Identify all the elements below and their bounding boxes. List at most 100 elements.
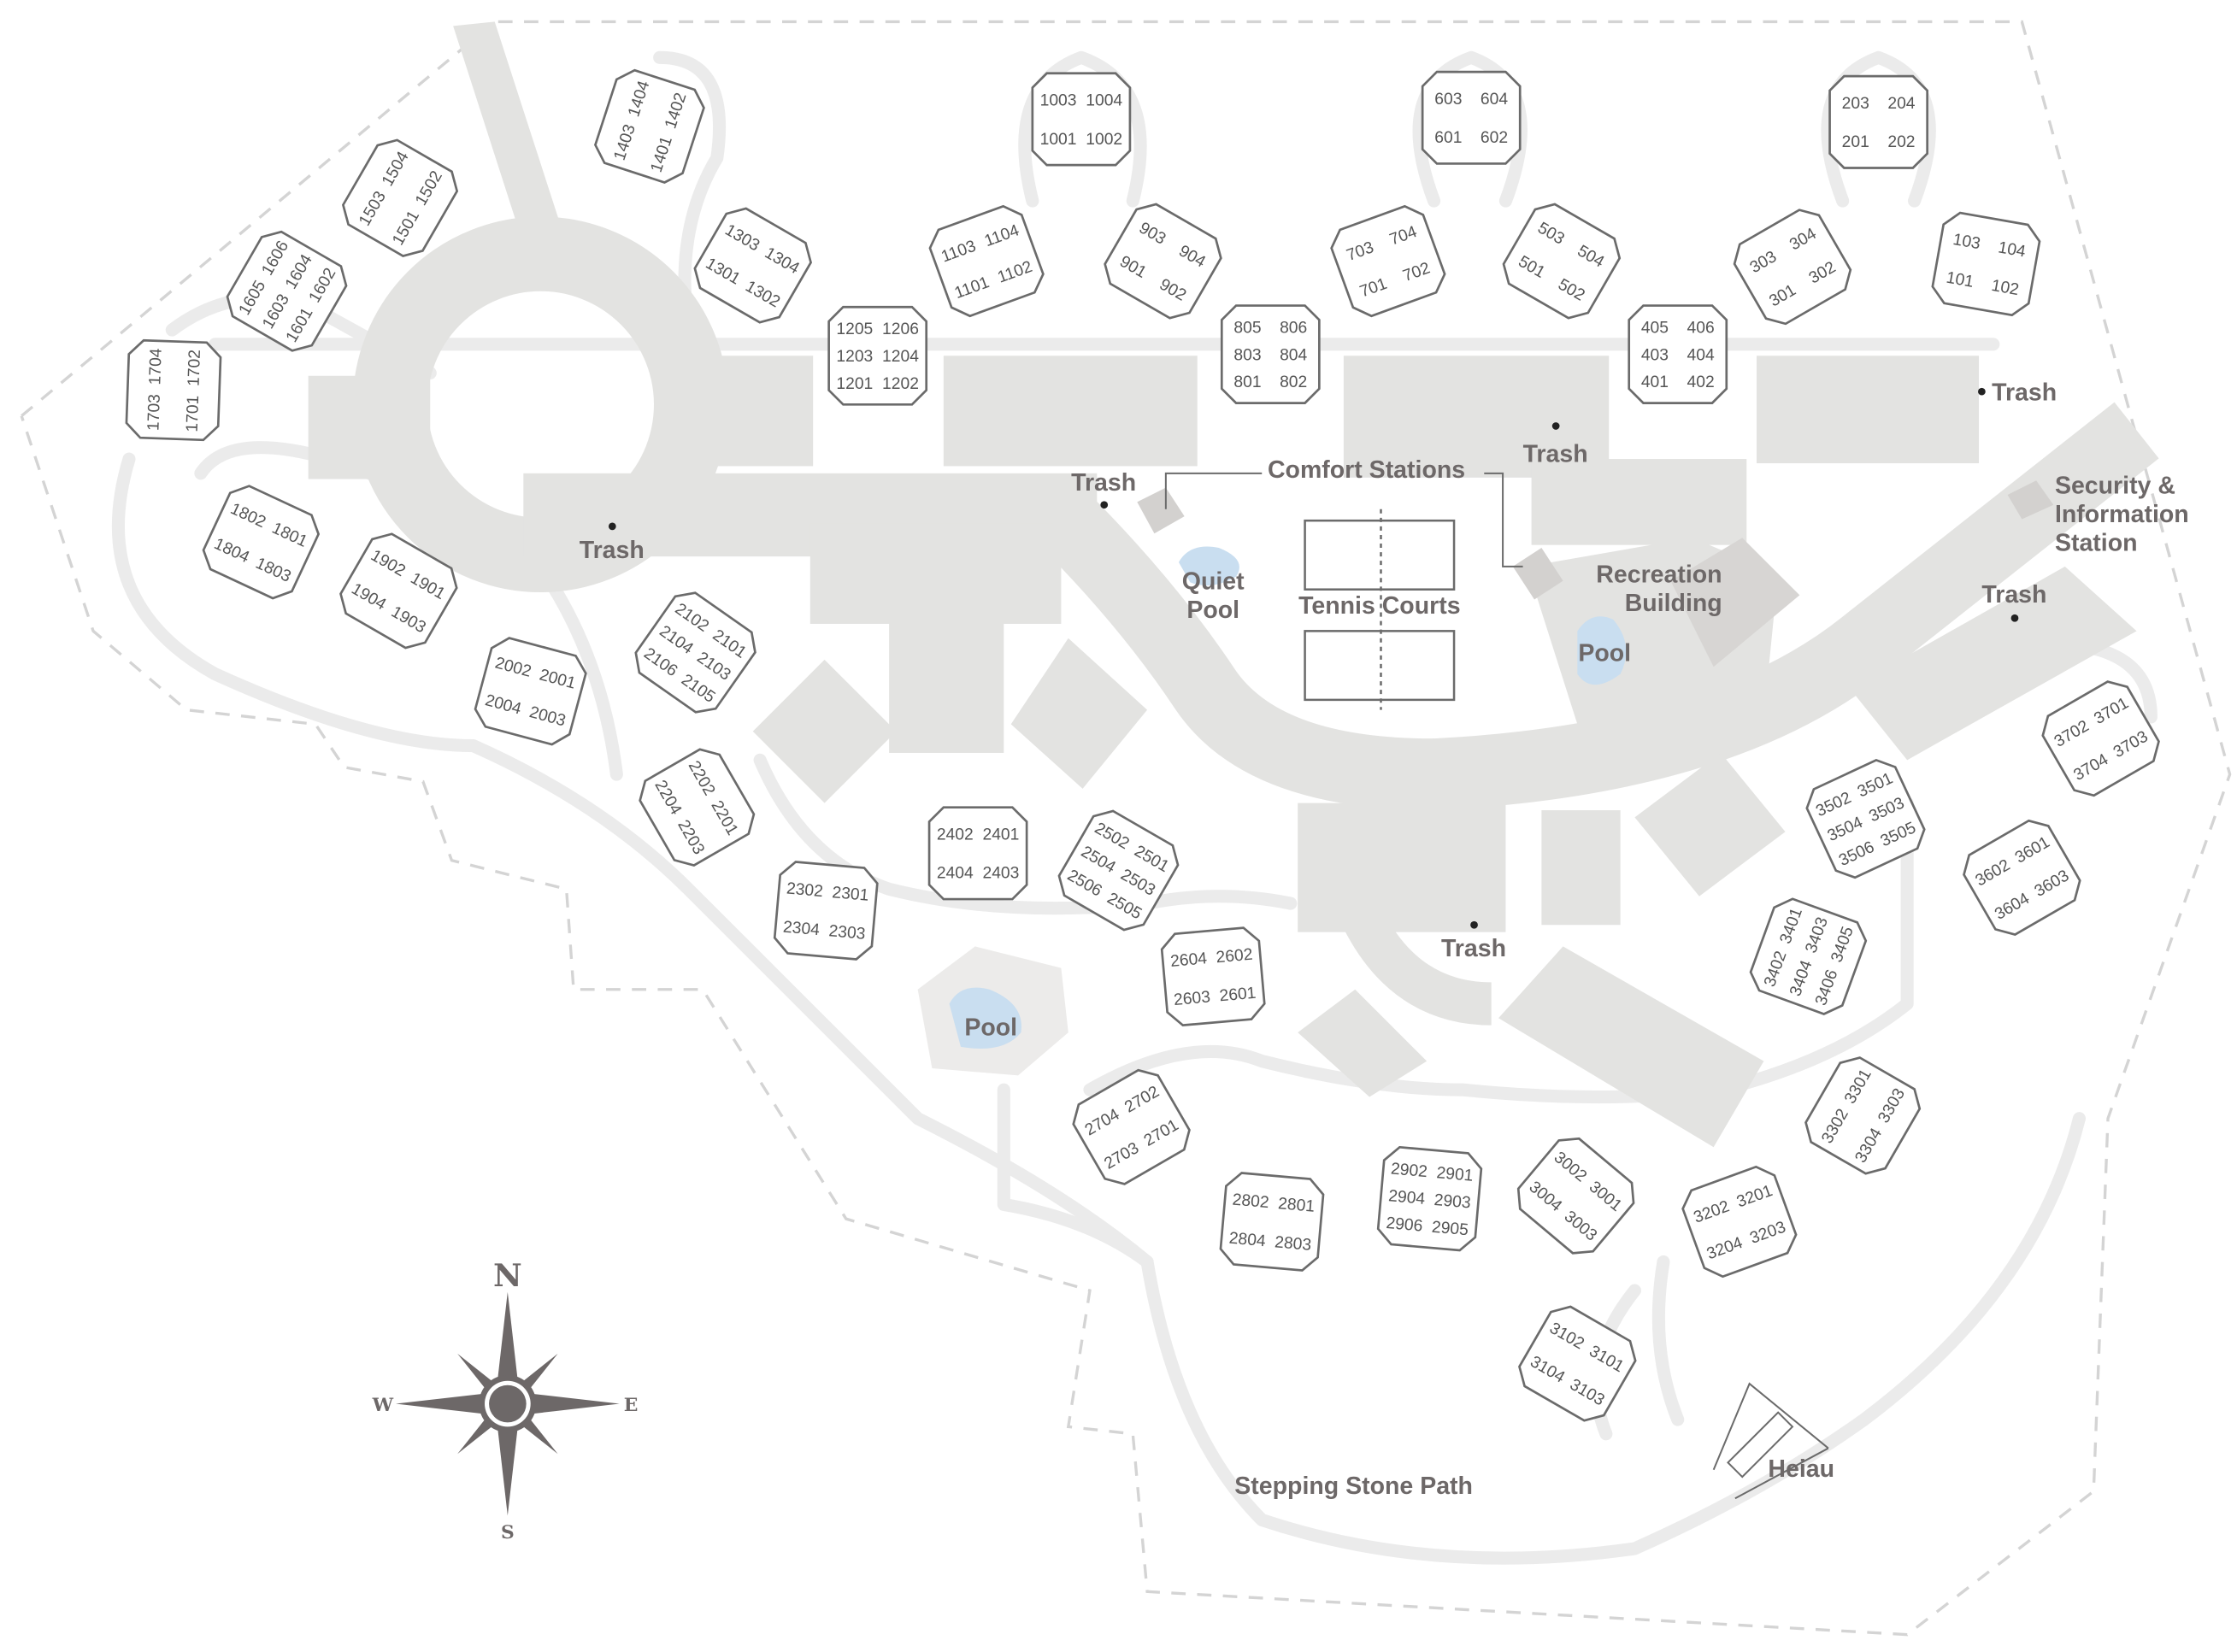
trash-label: Trash <box>1441 935 1506 962</box>
unit-number: 2903 <box>1433 1191 1472 1213</box>
unit-number: 806 <box>1280 319 1307 337</box>
building-outline <box>927 806 1028 901</box>
tennis-courts <box>1304 509 1456 710</box>
building-outline <box>639 748 756 867</box>
unit-number: 104 <box>1997 238 2028 261</box>
quiet-pool-label: Quiet <box>1182 568 1245 596</box>
unit-number: 2905 <box>1431 1219 1469 1240</box>
stepping-stone-path-label: Stepping Stone Path <box>1234 1473 1473 1500</box>
unit-number: 2301 <box>832 884 870 905</box>
security-station-label: Security & <box>2055 472 2175 499</box>
unit-number: 2802 <box>1232 1190 1270 1212</box>
unit-number: 204 <box>1887 95 1915 113</box>
unit-number: 1201 <box>836 375 873 393</box>
building-outline <box>1376 1145 1483 1252</box>
unit-number: 406 <box>1687 319 1715 337</box>
building-outline <box>2041 680 2160 797</box>
unit-number: 101 <box>1945 269 1975 291</box>
building-outline <box>1804 1056 1922 1175</box>
unit-number: 1206 <box>882 320 919 338</box>
unit-number: 604 <box>1481 91 1508 109</box>
building-outline <box>1516 1137 1635 1255</box>
building-outline <box>339 532 458 650</box>
building-outline <box>634 591 756 714</box>
building-outline <box>1681 1165 1798 1279</box>
trash-label: Trash <box>1071 469 1136 497</box>
compass-south: S <box>501 1522 515 1543</box>
recreation-building-label: Recreation <box>1596 561 1722 588</box>
building-outline <box>1733 209 1852 326</box>
building-outline <box>693 207 813 324</box>
unit-number: 1203 <box>836 348 873 366</box>
unit-number: 2604 <box>1169 949 1208 971</box>
building-outline <box>1628 304 1728 404</box>
unit-number: 2801 <box>1277 1195 1316 1216</box>
building-outline <box>827 305 928 406</box>
building-outline <box>928 204 1045 318</box>
unit-number: 2804 <box>1228 1230 1267 1251</box>
compass-west: W <box>372 1395 394 1416</box>
trash-label: Trash <box>1981 581 2046 608</box>
unit-number: 2303 <box>828 922 867 944</box>
security-station-label: Station <box>2055 529 2138 556</box>
unit-number: 602 <box>1481 129 1508 147</box>
unit-number: 2602 <box>1216 946 1254 967</box>
unit-number: 1204 <box>882 348 919 366</box>
unit-number: 802 <box>1280 373 1307 391</box>
unit-number: 2601 <box>1219 985 1257 1006</box>
building-outline <box>1219 1172 1325 1272</box>
rec-pool-water <box>1577 616 1627 685</box>
pool-label: Pool <box>964 1014 1017 1041</box>
building-outline <box>1104 203 1222 320</box>
building-outline <box>1057 809 1180 932</box>
building-outline <box>1518 1305 1637 1422</box>
unit-number: 1205 <box>836 320 873 338</box>
quiet-pool-water <box>1178 546 1239 586</box>
building-outline <box>1160 926 1266 1027</box>
trash-label: Trash <box>1992 379 2057 406</box>
unit-number: 2901 <box>1436 1164 1475 1185</box>
trash-markers: Trash Trash Trash Trash Trash Trash <box>580 379 2057 962</box>
compass-east: E <box>624 1395 639 1416</box>
unit-number: 401 <box>1641 373 1669 391</box>
